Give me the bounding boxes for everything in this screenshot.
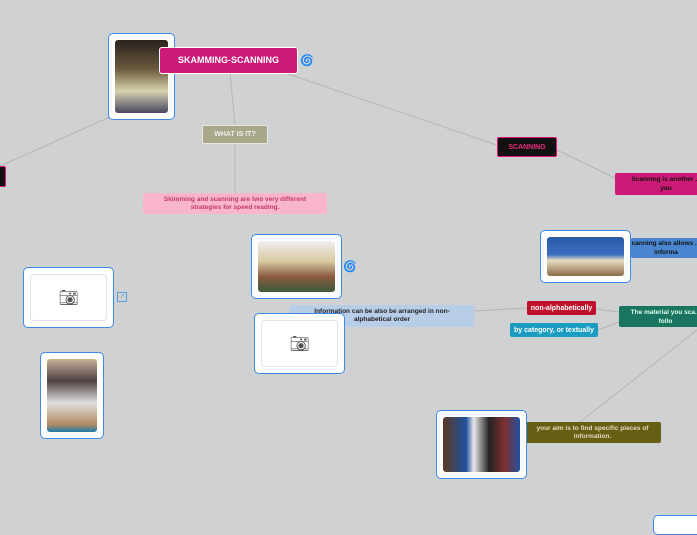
- connector: [579, 329, 697, 423]
- book-image: [547, 237, 624, 276]
- student-image-frame[interactable]: [251, 234, 342, 299]
- what-is-it-node[interactable]: WHAT IS IT?: [202, 125, 268, 144]
- book-image-frame[interactable]: [540, 230, 631, 283]
- connector: [556, 149, 616, 179]
- library-image-frame[interactable]: [436, 410, 527, 479]
- offscreen-left-node[interactable]: [0, 166, 6, 187]
- scanning-node[interactable]: SCANNING: [497, 137, 557, 157]
- by-category-text: by category, or textually: [513, 326, 594, 334]
- material-node[interactable]: The material you sca... follo: [619, 306, 697, 327]
- link-icon[interactable]: ↗: [117, 292, 127, 302]
- aim-node[interactable]: your aim is to find specific pieces of i…: [524, 422, 661, 443]
- image-placeholder[interactable]: 📷︎: [254, 313, 345, 374]
- boy-image: [47, 359, 97, 432]
- definition-node[interactable]: Skimming and scanning are two very diffe…: [143, 193, 327, 214]
- connector-lines: [0, 72, 697, 423]
- connector: [229, 72, 236, 126]
- non-alphabetically-node[interactable]: non-alphabetically: [527, 301, 596, 315]
- boy-image-frame[interactable]: [40, 352, 104, 439]
- material-text: The material you sca... follo: [630, 308, 697, 325]
- student-image: [258, 241, 335, 292]
- scanning-allows-text: canning also allows ... informa: [631, 240, 697, 256]
- connector: [473, 307, 528, 312]
- library-image: [443, 417, 520, 472]
- root-node[interactable]: SKAMMING-SCANNING: [159, 47, 298, 74]
- by-category-node[interactable]: by category, or textually: [510, 323, 598, 337]
- scanning-another-text: Scanning is another ... you: [631, 176, 697, 192]
- arranged-text: Information can be also be arranged in n…: [314, 308, 450, 323]
- spiral-icon[interactable]: 🌀: [300, 55, 314, 67]
- connector: [0, 116, 111, 167]
- camera-icon: 📷︎: [30, 274, 107, 321]
- non-alpha-text: non-alphabetically: [530, 304, 593, 312]
- root-title: SKAMMING-SCANNING: [178, 55, 279, 65]
- camera-icon: 📷︎: [261, 320, 338, 367]
- scanning-another-node[interactable]: Scanning is another ... you: [615, 173, 697, 195]
- connector: [595, 308, 620, 313]
- aim-text: your aim is to find specific pieces of i…: [536, 424, 649, 440]
- connector: [284, 72, 498, 146]
- connector: [597, 321, 620, 331]
- spiral-icon[interactable]: 🌀: [343, 261, 357, 273]
- image-placeholder[interactable]: 📷︎: [23, 267, 114, 328]
- offscreen-bottom-node[interactable]: [653, 515, 697, 535]
- what-label: WHAT IS IT?: [214, 131, 256, 138]
- scanning-label: SCANNING: [508, 143, 546, 151]
- definition-text: Skimming and scanning are two very diffe…: [163, 195, 307, 211]
- scanning-allows-node[interactable]: canning also allows ... informa: [631, 238, 697, 258]
